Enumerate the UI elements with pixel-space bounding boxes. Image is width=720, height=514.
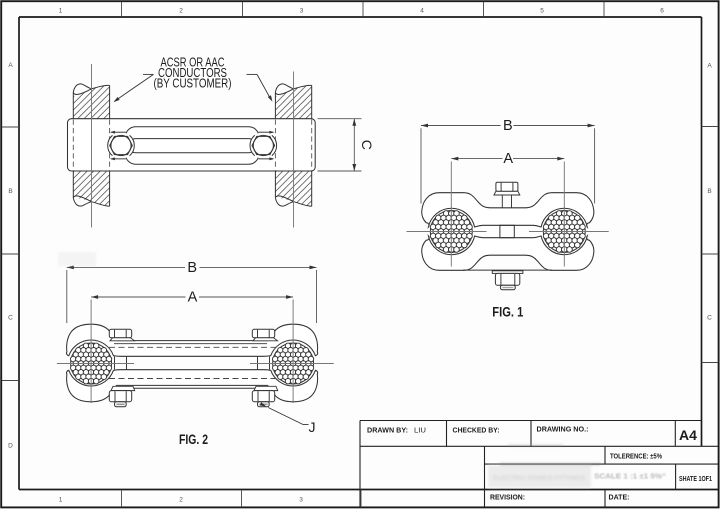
- svg-text:3: 3: [299, 496, 303, 503]
- svg-text:CHECKED BY:: CHECKED BY:: [453, 428, 500, 435]
- svg-text:J: J: [309, 419, 316, 435]
- svg-text:SCALE 1 :1 ±1 5%“: SCALE 1 :1 ±1 5%“: [594, 474, 666, 481]
- svg-text:1: 1: [59, 7, 63, 14]
- svg-text:FIG. 2: FIG. 2: [179, 432, 208, 447]
- svg-text:TOLERENCE: ±5%: TOLERENCE: ±5%: [610, 452, 662, 461]
- svg-text:DRAWN BY:: DRAWN BY:: [367, 428, 408, 435]
- svg-text:C: C: [8, 315, 13, 322]
- svg-text:DATE:: DATE:: [609, 495, 630, 502]
- svg-text:ACSR OR AAC: ACSR OR AAC: [161, 54, 225, 69]
- svg-text:A: A: [8, 62, 13, 69]
- svg-text:5: 5: [540, 7, 544, 14]
- svg-text:DRAWING NO.:: DRAWING NO.:: [537, 427, 589, 434]
- svg-text:D: D: [8, 443, 13, 450]
- svg-text:2: 2: [179, 496, 183, 503]
- svg-text:2: 2: [179, 7, 183, 14]
- svg-text:ELECTRIC POWER FITTINGS: ELECTRIC POWER FITTINGS: [493, 475, 586, 482]
- svg-text:LIU: LIU: [414, 428, 426, 435]
- svg-text:(BY CUSTOMER): (BY CUSTOMER): [154, 76, 232, 91]
- svg-text:FIG. 1: FIG. 1: [492, 305, 523, 320]
- svg-text:B: B: [187, 260, 197, 276]
- svg-text:A: A: [707, 63, 712, 70]
- svg-text:6: 6: [660, 7, 664, 14]
- svg-text:C: C: [359, 140, 375, 150]
- svg-text:3: 3: [300, 7, 304, 14]
- svg-text:CONDUCTORS: CONDUCTORS: [158, 65, 227, 80]
- svg-text:1: 1: [59, 496, 63, 503]
- svg-text:B: B: [503, 118, 513, 134]
- svg-text:A4: A4: [679, 427, 697, 443]
- svg-text:B: B: [8, 188, 12, 195]
- svg-text:SHATE 1OF1: SHATE 1OF1: [679, 474, 712, 483]
- svg-text:4: 4: [420, 7, 424, 14]
- svg-text:B: B: [707, 188, 711, 195]
- svg-text:C: C: [707, 315, 712, 322]
- svg-text:A: A: [188, 289, 198, 305]
- svg-text:A: A: [503, 151, 513, 167]
